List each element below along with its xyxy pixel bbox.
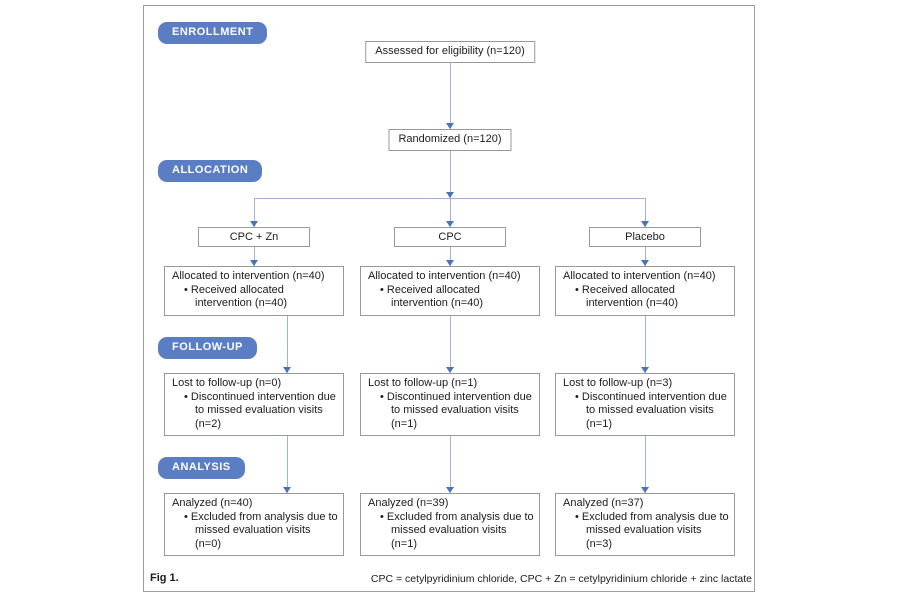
analysis-box-placebo: Analyzed (n=37) Excluded from analysis d… xyxy=(555,493,735,556)
allocated-bullet: Received allocated intervention (n=40) xyxy=(184,284,338,311)
figure-label: Fig 1. xyxy=(150,572,179,584)
arrowhead-down-icon xyxy=(641,487,649,493)
arm-box-cpc: CPC xyxy=(394,227,506,247)
follow-up-box-placebo: Lost to follow-up (n=3) Discontinued int… xyxy=(555,373,735,436)
analysis-box-cpc: Analyzed (n=39) Excluded from analysis d… xyxy=(360,493,540,556)
analysis-box-cpc-zn: Analyzed (n=40) Excluded from analysis d… xyxy=(164,493,344,556)
arrowhead-down-icon xyxy=(641,367,649,373)
follow-up-title: Lost to follow-up (n=0) xyxy=(172,377,282,389)
allocated-bullet: Received allocated intervention (n=40) xyxy=(380,284,534,311)
follow-up-title: Lost to follow-up (n=1) xyxy=(368,377,478,389)
arrowhead-down-icon xyxy=(446,221,454,227)
stage-badge-enrollment: ENROLLMENT xyxy=(158,22,268,44)
allocated-title: Allocated to intervention (n=40) xyxy=(563,270,716,282)
allocated-bullet: Received allocated intervention (n=40) xyxy=(575,284,729,311)
follow-up-box-cpc-zn: Lost to follow-up (n=0) Discontinued int… xyxy=(164,373,344,436)
allocated-title: Allocated to intervention (n=40) xyxy=(172,270,325,282)
arrowhead-down-icon xyxy=(446,192,454,198)
arrowhead-down-icon xyxy=(283,487,291,493)
stage-badge-analysis: ANALYSIS xyxy=(158,457,245,479)
arm-box-cpc-zn: CPC + Zn xyxy=(198,227,310,247)
assessed-box: Assessed for eligibility (n=120) xyxy=(365,41,535,63)
arrowhead-down-icon xyxy=(446,487,454,493)
analysis-bullet: Excluded from analysis due to missed eva… xyxy=(184,511,338,552)
analysis-bullet: Excluded from analysis due to missed eva… xyxy=(380,511,534,552)
stage-badge-follow-up: FOLLOW-UP xyxy=(158,337,257,359)
analysis-bullet: Excluded from analysis due to missed eva… xyxy=(575,511,729,552)
allocated-title: Allocated to intervention (n=40) xyxy=(368,270,521,282)
connector-arm2-vertical xyxy=(450,198,451,493)
follow-up-box-cpc: Lost to follow-up (n=1) Discontinued int… xyxy=(360,373,540,436)
follow-up-bullet: Discontinued intervention due to missed … xyxy=(184,391,338,432)
arm-box-placebo: Placebo xyxy=(589,227,701,247)
arrowhead-down-icon xyxy=(446,123,454,129)
follow-up-title: Lost to follow-up (n=3) xyxy=(563,377,673,389)
connector-arm3-vertical xyxy=(645,198,646,493)
arrowhead-down-icon xyxy=(641,260,649,266)
analysis-title: Analyzed (n=40) xyxy=(172,497,253,509)
randomized-box: Randomized (n=120) xyxy=(388,129,512,151)
arrowhead-down-icon xyxy=(283,367,291,373)
analysis-title: Analyzed (n=39) xyxy=(368,497,449,509)
figure-footnote: CPC = cetylpyridinium chloride, CPC + Zn… xyxy=(370,573,752,585)
allocated-box-cpc-zn: Allocated to intervention (n=40) Receive… xyxy=(164,266,344,316)
arrowhead-down-icon xyxy=(446,260,454,266)
follow-up-bullet: Discontinued intervention due to missed … xyxy=(575,391,729,432)
arrowhead-down-icon xyxy=(250,221,258,227)
arrowhead-down-icon xyxy=(446,367,454,373)
arrowhead-down-icon xyxy=(641,221,649,227)
analysis-title: Analyzed (n=37) xyxy=(563,497,644,509)
stage-badge-allocation: ALLOCATION xyxy=(158,160,263,182)
follow-up-bullet: Discontinued intervention due to missed … xyxy=(380,391,534,432)
arrowhead-down-icon xyxy=(250,260,258,266)
allocated-box-placebo: Allocated to intervention (n=40) Receive… xyxy=(555,266,735,316)
allocated-box-cpc: Allocated to intervention (n=40) Receive… xyxy=(360,266,540,316)
